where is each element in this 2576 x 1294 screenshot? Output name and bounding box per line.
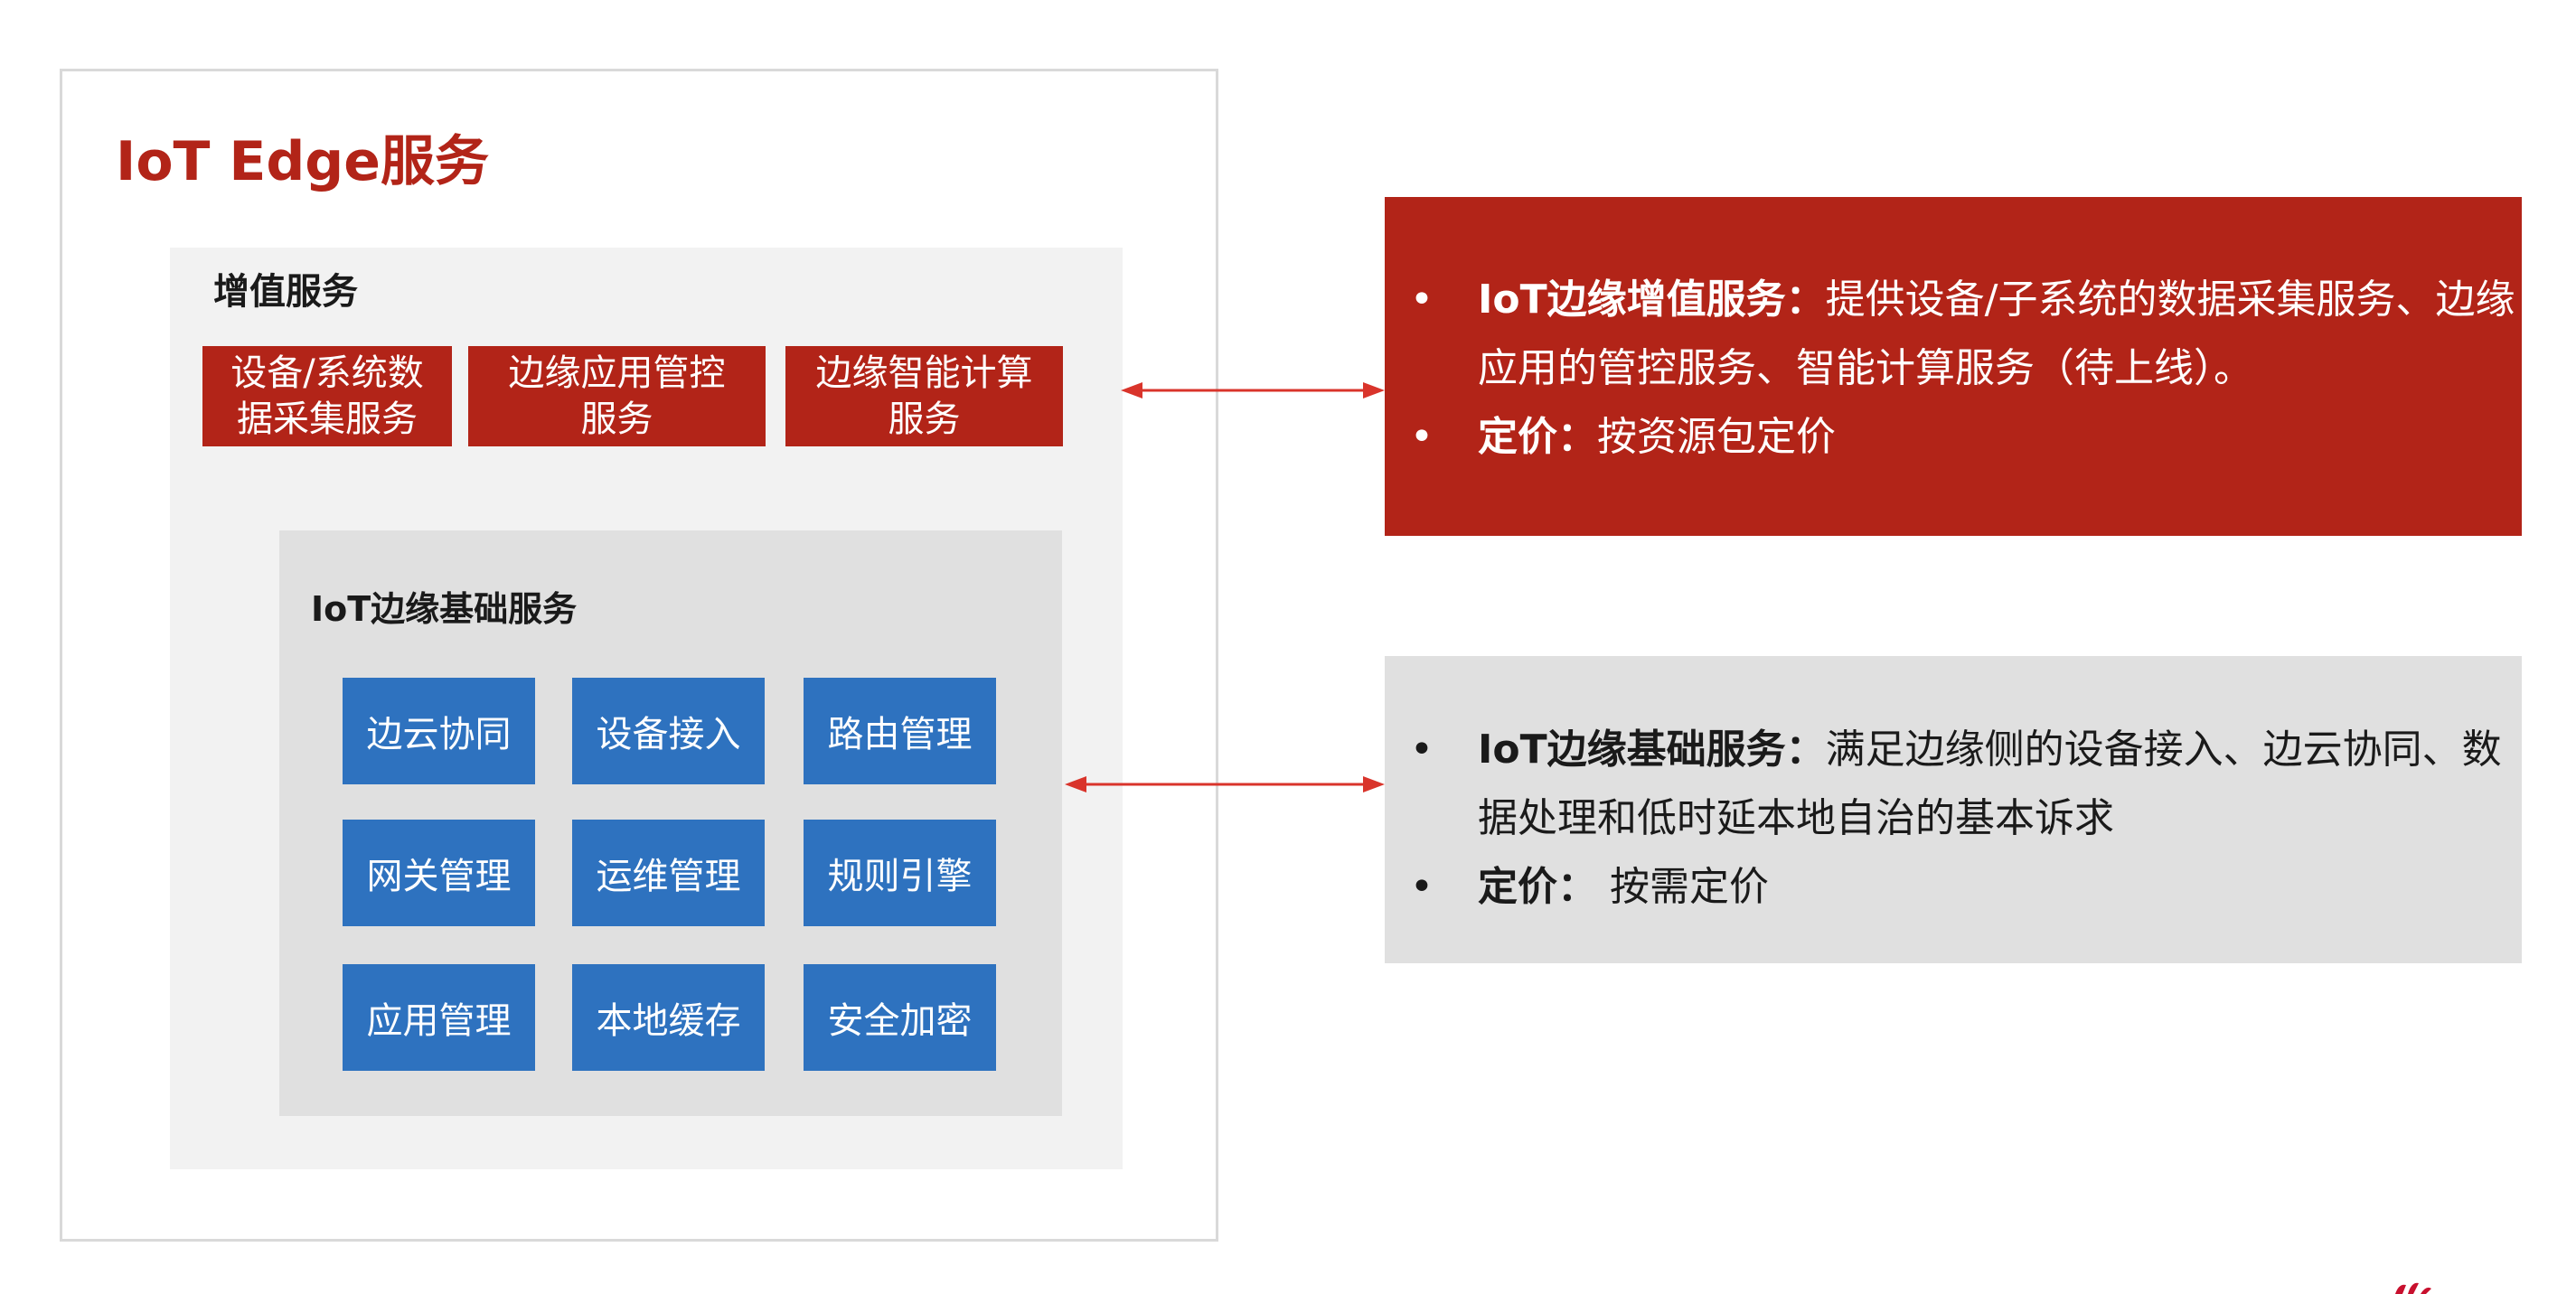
value-added-item-line: 据采集服务 xyxy=(236,398,418,440)
info-bullet: • 定价： 按需定价 xyxy=(1410,853,2522,922)
value-added-item-line: 设备/系统数 xyxy=(230,352,424,394)
value-added-item-data-collection: 设备/系统数 据采集服务 xyxy=(202,346,452,446)
page-title: IoT Edge服务 xyxy=(116,130,489,193)
basic-services-heading: IoT边缘基础服务 xyxy=(311,589,578,629)
basic-item-security-encryption: 安全加密 xyxy=(804,964,996,1071)
info-bullet-text: 按资源包定价 xyxy=(1597,414,1836,460)
basic-info-box: • IoT边缘基础服务：满足边缘侧的设备接入、边云协同、数据处理和低时延本地自治… xyxy=(1385,656,2522,963)
info-bullet-label: IoT边缘增值服务： xyxy=(1478,277,1826,323)
value-added-item-line: 边缘应用管控 xyxy=(508,352,726,394)
brand-logo-icon xyxy=(2395,1282,2431,1294)
bullet-dot: • xyxy=(1410,727,1434,773)
bullet-dot: • xyxy=(1410,414,1434,460)
basic-item-edge-cloud-sync: 边云协同 xyxy=(343,678,535,784)
info-bullet-label: IoT边缘基础服务： xyxy=(1478,727,1826,773)
value-added-item-line: 服务 xyxy=(888,398,961,440)
value-added-item-intelligent-computing: 边缘智能计算 服务 xyxy=(785,346,1063,446)
basic-item-device-access: 设备接入 xyxy=(572,678,765,784)
bullet-dot: • xyxy=(1410,277,1434,323)
info-bullet-text: 满足边缘侧的设备接入、边云协同、数据处理和低时延本地自治的基本诉求 xyxy=(1478,727,2502,841)
info-bullet: • IoT边缘增值服务：提供设备/子系统的数据采集服务、边缘应用的管控服务、智能… xyxy=(1410,266,2522,403)
basic-item-route-management: 路由管理 xyxy=(804,678,996,784)
basic-item-om-management: 运维管理 xyxy=(572,820,765,926)
info-bullet-text: 按需定价 xyxy=(1597,864,1769,910)
value-added-info-box: • IoT边缘增值服务：提供设备/子系统的数据采集服务、边缘应用的管控服务、智能… xyxy=(1385,197,2522,536)
info-bullet: • 定价：按资源包定价 xyxy=(1410,403,2522,472)
info-bullet-text: 提供设备/子系统的数据采集服务、边缘应用的管控服务、智能计算服务（待上线）。 xyxy=(1478,277,2515,391)
bullet-dot: • xyxy=(1410,864,1434,910)
info-bullet: • IoT边缘基础服务：满足边缘侧的设备接入、边云协同、数据处理和低时延本地自治… xyxy=(1410,716,2522,853)
value-added-item-line: 边缘智能计算 xyxy=(815,352,1033,394)
basic-item-local-cache: 本地缓存 xyxy=(572,964,765,1071)
basic-item-app-management: 应用管理 xyxy=(343,964,535,1071)
info-bullet-label: 定价： xyxy=(1478,414,1597,460)
value-added-heading: 增值服务 xyxy=(213,271,358,313)
value-added-item-app-control: 边缘应用管控 服务 xyxy=(468,346,766,446)
basic-item-gateway-management: 网关管理 xyxy=(343,820,535,926)
basic-item-rule-engine: 规则引擎 xyxy=(804,820,996,926)
info-bullet-label: 定价： xyxy=(1478,864,1597,910)
value-added-item-line: 服务 xyxy=(580,398,653,440)
